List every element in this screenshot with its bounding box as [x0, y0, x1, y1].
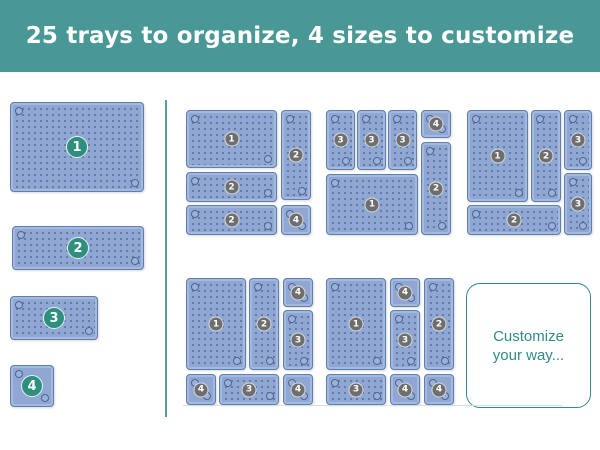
legend-tray-size-4: 4 [10, 365, 54, 407]
size-badge: 2 [506, 212, 522, 228]
tray-size-4: 4 [421, 110, 451, 138]
tray-size-4: 4 [283, 374, 313, 405]
size-badge: 1 [364, 197, 380, 212]
customize-line-1: Customize [493, 327, 564, 345]
size-badge: 4 [193, 382, 209, 397]
size-badge: 3 [570, 196, 586, 212]
tray-size-3: 3 [564, 173, 592, 235]
tray-size-1: 1 [186, 110, 277, 168]
tray-size-2: 2 [281, 110, 311, 200]
column-divider [165, 100, 167, 417]
tray-size-1: 1 [326, 174, 418, 235]
legend-tray-size-2: 2 [12, 226, 144, 270]
size-badge: 2 [288, 147, 304, 163]
size-badge: 4 [397, 382, 413, 397]
tray-size-2: 2 [186, 205, 277, 235]
size-badge: 1 [348, 316, 364, 332]
tray-size-3: 3 [390, 310, 420, 370]
size-badge: 2 [538, 148, 554, 164]
tray-size-3: 3 [357, 110, 386, 170]
baseline-divider [183, 405, 563, 406]
tray-size-3: 3 [219, 374, 279, 405]
size-badge: 3 [241, 382, 257, 397]
tray-size-3: 3 [283, 310, 313, 370]
tray-size-2: 2 [421, 142, 451, 235]
size-badge: 3 [43, 307, 65, 329]
size-badge: 3 [348, 382, 364, 397]
size-badge: 1 [208, 316, 224, 332]
size-badge: 3 [395, 132, 410, 148]
size-badge: 4 [21, 375, 43, 397]
tray-size-4: 4 [283, 278, 313, 307]
tray-size-4: 4 [390, 374, 420, 405]
tray-size-1: 1 [467, 110, 528, 202]
size-badge: 4 [397, 285, 413, 300]
size-badge: 4 [288, 212, 304, 228]
tray-size-2: 2 [531, 110, 561, 202]
tray-size-4: 4 [281, 205, 311, 235]
tray-size-3: 3 [326, 374, 386, 405]
size-badge: 4 [428, 116, 444, 132]
size-badge: 1 [66, 136, 88, 158]
size-badge: 3 [290, 332, 306, 348]
customize-callout: Customize your way... [466, 283, 591, 408]
tray-size-2: 2 [424, 278, 454, 370]
size-badge: 4 [290, 285, 306, 300]
tray-size-2: 2 [467, 205, 561, 235]
size-badge: 3 [570, 132, 586, 148]
tray-size-2: 2 [186, 172, 277, 202]
tray-size-3: 3 [326, 110, 355, 170]
tray-size-2: 2 [249, 278, 279, 370]
legend-tray-size-3: 3 [10, 296, 98, 340]
size-badge: 2 [224, 212, 239, 228]
size-badge: 1 [490, 148, 505, 164]
size-badge: 3 [397, 332, 413, 348]
size-badge: 3 [333, 132, 348, 148]
tray-size-1: 1 [326, 278, 386, 370]
header-banner: 25 trays to organize, 4 sizes to customi… [0, 0, 600, 72]
tray-size-1: 1 [186, 278, 246, 370]
tray-size-3: 3 [388, 110, 417, 170]
size-badge: 2 [428, 181, 444, 196]
legend-tray-size-1: 1 [10, 102, 144, 192]
tray-size-4: 4 [186, 374, 216, 405]
size-badge: 2 [224, 179, 239, 195]
size-badge: 4 [431, 382, 447, 397]
size-badge: 2 [256, 316, 272, 332]
customize-line-2: your way... [492, 346, 565, 364]
tray-size-3: 3 [564, 110, 592, 170]
tray-size-4: 4 [390, 278, 420, 307]
size-badge: 1 [224, 131, 239, 147]
tray-size-4: 4 [424, 374, 454, 405]
size-badge: 4 [290, 382, 306, 397]
size-badge: 2 [431, 316, 447, 332]
banner-title: 25 trays to organize, 4 sizes to customi… [25, 23, 575, 49]
size-badge: 2 [67, 237, 89, 259]
size-badge: 3 [364, 132, 379, 148]
